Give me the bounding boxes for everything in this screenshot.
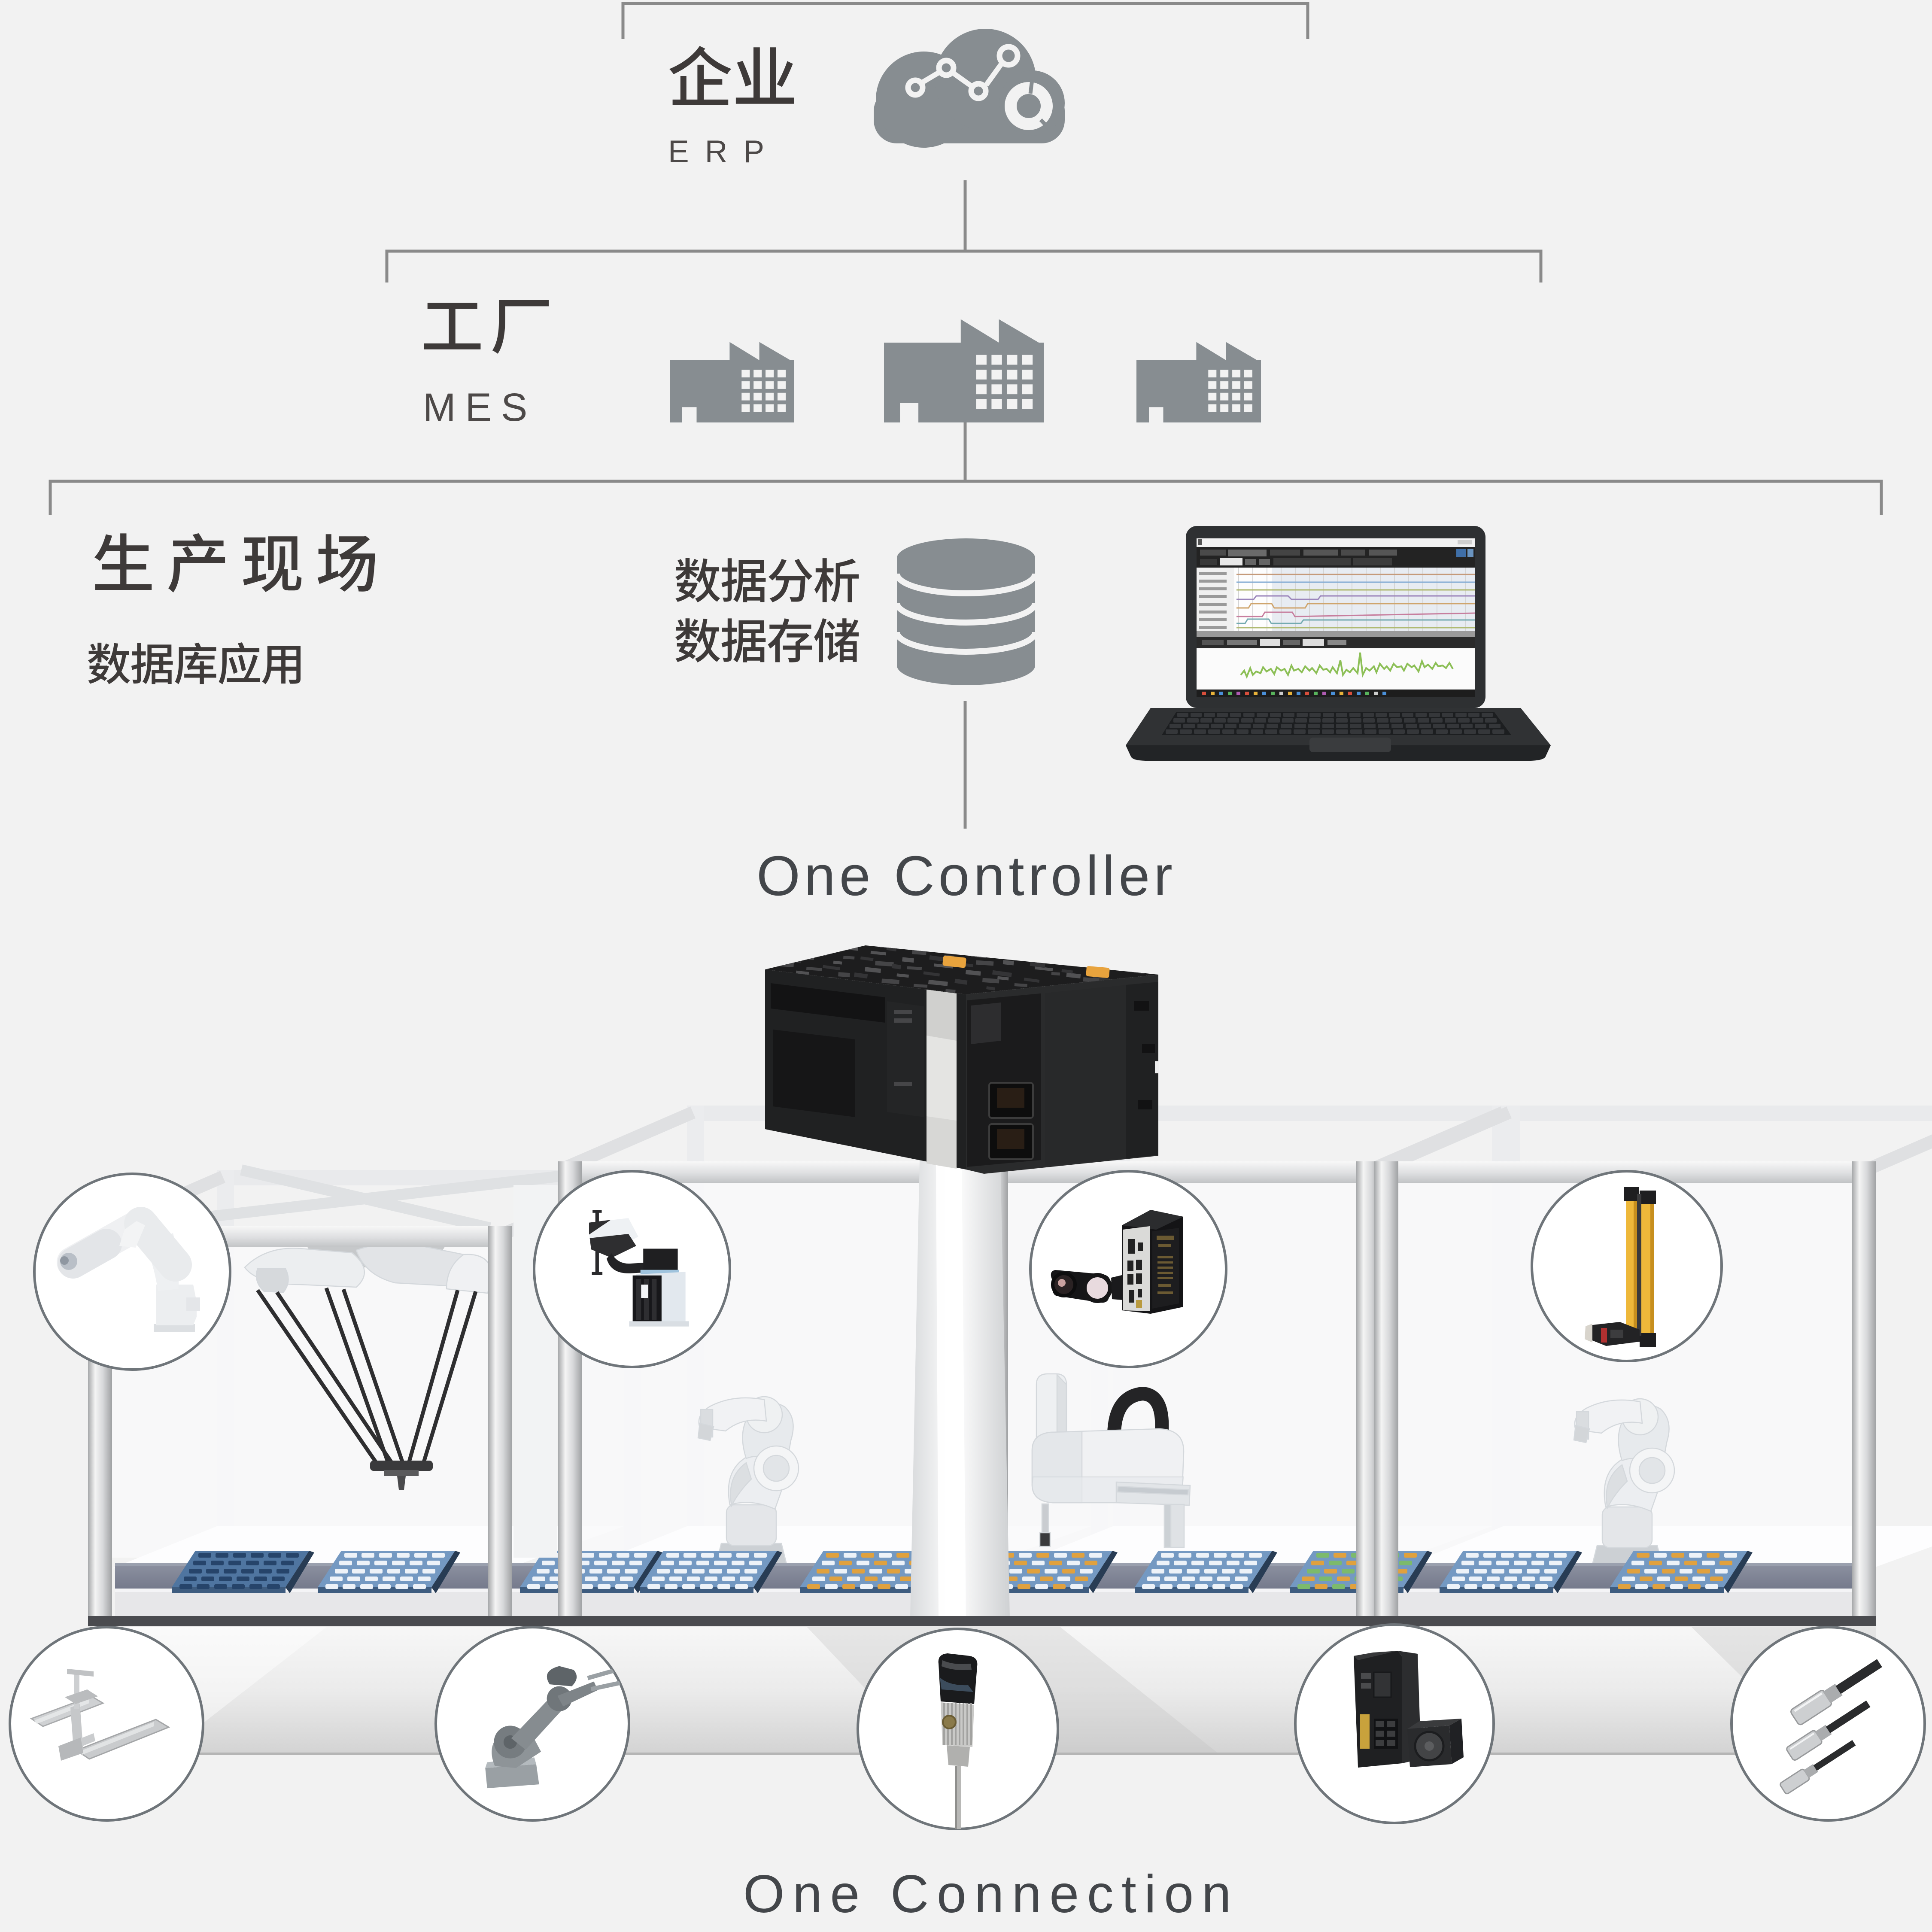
svg-text:One Controller: One Controller	[756, 844, 1176, 907]
svg-text:One Connection: One Connection	[743, 1865, 1239, 1924]
svg-text:ERP: ERP	[668, 134, 780, 169]
svg-text:MES: MES	[423, 386, 537, 429]
